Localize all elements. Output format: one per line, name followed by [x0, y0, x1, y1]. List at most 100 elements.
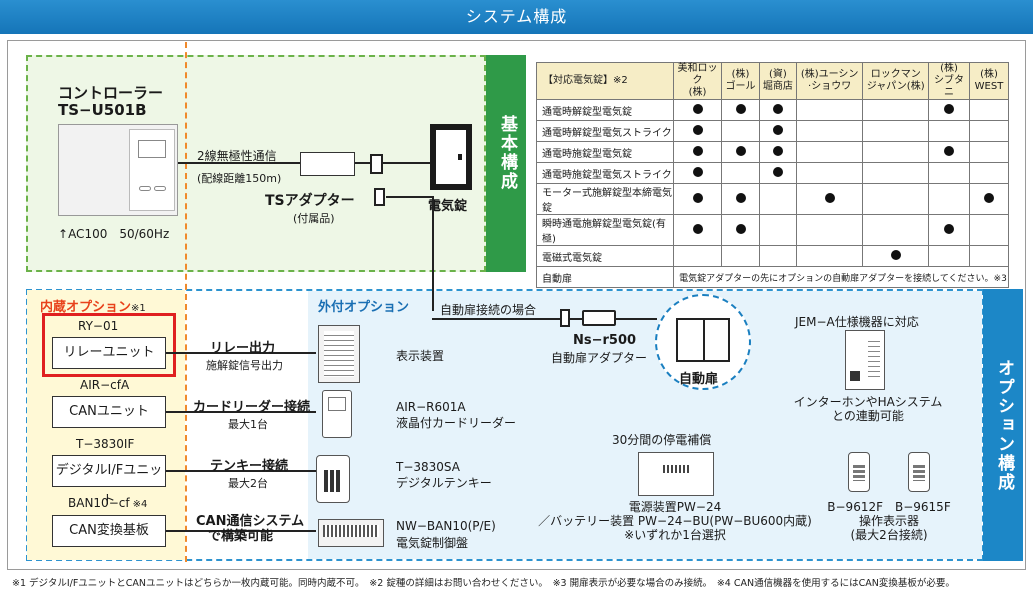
display-device-label: 表示装置 [396, 349, 445, 363]
can-conn-label: CAN通信システム [196, 514, 305, 529]
compatible-dot-icon [983, 192, 994, 203]
lock-label: 電気錠 [428, 199, 468, 214]
electric-lock-icon [430, 124, 472, 190]
unit-model: AIR−cfA [80, 378, 130, 392]
table-row: 自動扉 電気錠アダプターの先にオプションの自動扉アダプターを接続してください。※… [536, 266, 1010, 288]
can-line [166, 530, 316, 532]
external-title: 外付オプション [318, 300, 410, 315]
table-row: 瞬時通電施解錠型電気錠(有極) [536, 214, 1010, 246]
table-cell [968, 214, 1010, 246]
compatible-dot-icon [772, 145, 783, 156]
control-panel-model: NW−BAN10(P/E) [396, 519, 496, 533]
table-cell [721, 120, 760, 142]
auto-door-connection-label: 自動扉接続の場合 [440, 303, 537, 317]
compatible-dot-icon [692, 103, 703, 114]
adapter-note: (付属品) [293, 212, 335, 225]
connector-icon [370, 154, 383, 174]
table-cell [927, 183, 970, 215]
table-cell [927, 162, 970, 184]
card-reader-conn-label: カードリーダー接続 [193, 400, 311, 415]
compatible-dot-icon [735, 103, 746, 114]
builtin-title: 内蔵オプション※1 [40, 300, 146, 315]
compatible-dot-icon [735, 192, 746, 203]
table-row-name: 通電時解錠型電気錠 [536, 99, 674, 121]
power-unit-label: 電源装置PW−24／バッテリー装置 PW−24−BU(PW−BU600内蔵)※い… [538, 500, 812, 542]
table-column-header: (資)堀商店 [758, 62, 797, 100]
controller-key [139, 186, 151, 191]
lock-compatibility-table: 【対応電気錠】※2 美和ロック(株) (株)ゴール (資)堀商店 (株)ユーシン… [536, 62, 1010, 288]
table-cell [968, 245, 1010, 267]
table-cell [758, 214, 797, 246]
card-reader-conn-sub: 最大1台 [228, 418, 268, 431]
page-title: システム構成 [0, 0, 1033, 34]
tenkey-icon [316, 455, 350, 503]
compatible-dot-icon [772, 166, 783, 177]
comm-distance: (配線距離150m) [197, 172, 282, 185]
digital-if-unit-box: デジタルI/Fユニット [52, 455, 166, 508]
auto-door-line-vertical [432, 196, 434, 311]
controller-connector [178, 162, 195, 164]
tenkey-model: T−3830SA [396, 460, 460, 474]
controller-panel [129, 129, 175, 211]
unit-model: BAN10−cf※4 [68, 496, 148, 510]
table-row-name: 自動扉 [536, 266, 674, 288]
compatible-dot-icon [890, 249, 901, 260]
can-unit-box: CANユニット [52, 396, 166, 428]
table-cell [721, 214, 760, 246]
operation-panel-icon [848, 452, 870, 492]
auto-door-circle: 自動扉 [655, 294, 751, 390]
compatible-dot-icon [692, 124, 703, 135]
table-cell [758, 183, 797, 215]
table-cell [758, 162, 797, 184]
compatible-dot-icon [692, 192, 703, 203]
table-cell [795, 245, 864, 267]
card-reader-name: 液晶付カードリーダー [396, 416, 517, 430]
comm-label: 2線無極性通信 [197, 149, 277, 163]
card-reader-model: AIR−R601A [396, 400, 466, 414]
table-cell [672, 183, 723, 215]
option-band-label: オプション構成 [994, 359, 1014, 492]
controller-key [154, 186, 166, 191]
table-column-header: ロックマンジャパン(株) [862, 62, 929, 100]
basic-band-label: 基本構成 [497, 115, 517, 191]
compatible-dot-icon [735, 145, 746, 156]
table-column-header: (株)ユーシン·ショウワ [795, 62, 864, 100]
table-cell [758, 245, 797, 267]
table-row-note: 電気錠アダプターの先にオプションの自動扉アダプターを接続してください。※3 [672, 266, 1010, 288]
table-cell [927, 99, 970, 121]
table-cell [968, 162, 1010, 184]
junction-box [300, 152, 355, 176]
unit-model: T−3830IF [76, 437, 135, 451]
table-cell [968, 120, 1010, 142]
highlight-frame [42, 313, 176, 377]
table-cell [862, 141, 929, 163]
table-cell [795, 120, 864, 142]
table-cell [927, 214, 970, 246]
controller-title: コントローラー [58, 84, 164, 102]
option-configuration-band: オプション構成 [983, 289, 1023, 561]
table-cell [672, 141, 723, 163]
table-cell [721, 183, 760, 215]
relay-conn-sub: 施解錠信号出力 [206, 359, 283, 372]
table-cell [862, 183, 929, 215]
table-row: 電磁式電気錠 [536, 245, 1010, 267]
compatible-dot-icon [943, 103, 954, 114]
compatible-dot-icon [692, 145, 703, 156]
table-cell [862, 99, 929, 121]
table-cell [795, 99, 864, 121]
table-row: モーター式施解錠型本締電気錠 [536, 183, 1010, 215]
table-cell [927, 245, 970, 267]
table-cell [927, 141, 970, 163]
table-row-name: 電磁式電気錠 [536, 245, 674, 267]
relay-conn-label: リレー出力 [210, 341, 276, 356]
table-cell [721, 245, 760, 267]
table-row-name: 通電時施錠型電気錠 [536, 141, 674, 163]
table-cell [795, 214, 864, 246]
table-cell [672, 162, 723, 184]
compatible-dot-icon [943, 223, 954, 234]
table-row-name: モーター式施解錠型本締電気錠 [536, 183, 674, 215]
relay-line [166, 352, 316, 354]
ns-name: 自動扉アダプター [551, 351, 648, 365]
auto-door-label: 自動扉 [679, 372, 719, 387]
jem-label: JEM−A仕様機器に対応 [795, 315, 919, 329]
